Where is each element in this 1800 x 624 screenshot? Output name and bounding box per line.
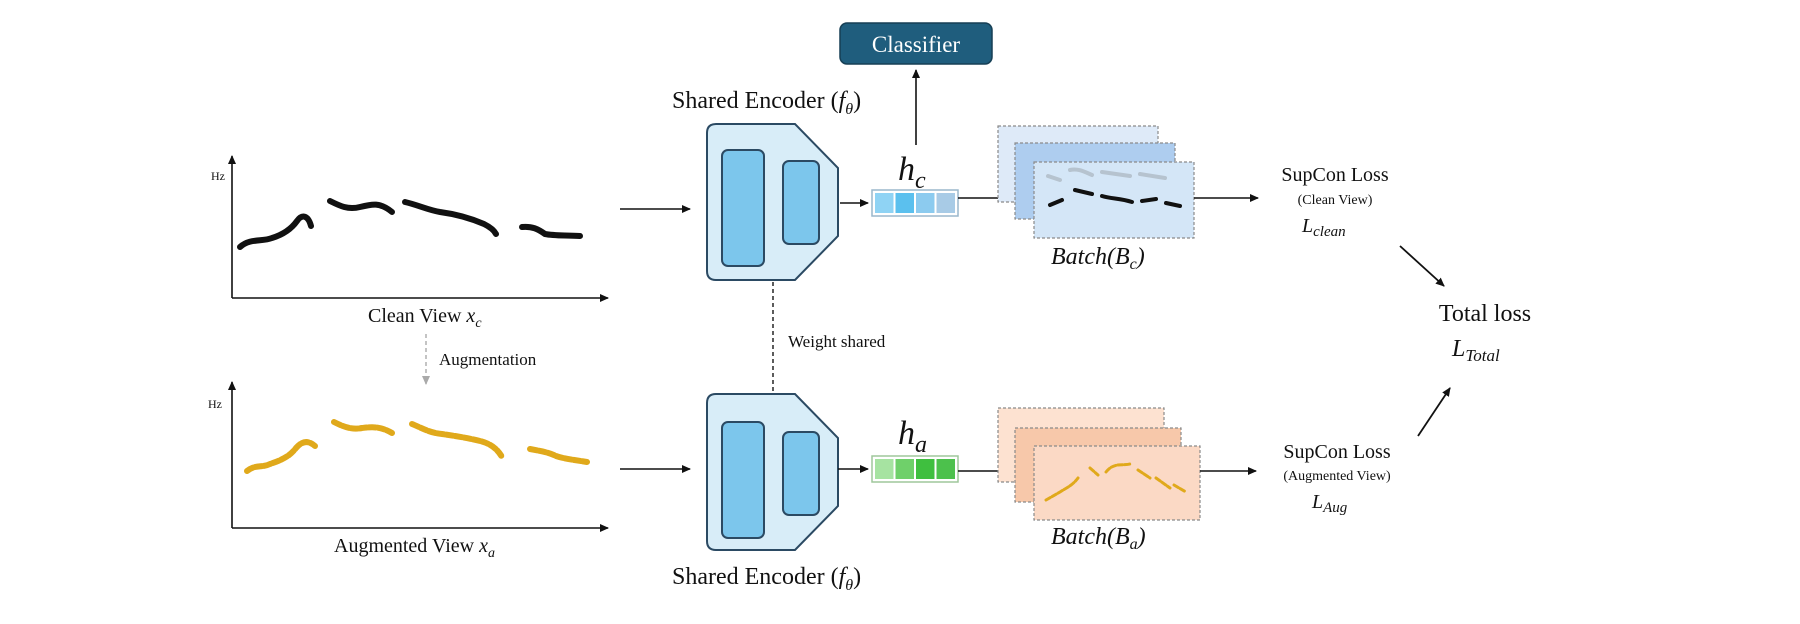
loss-clean-title: SupCon Loss xyxy=(1281,164,1388,186)
total-loss: Total loss LTotal xyxy=(1439,301,1531,365)
clean-trace xyxy=(237,198,583,250)
encoder-bottom-block-small xyxy=(782,431,820,516)
encoder-top-close: ) xyxy=(853,88,861,114)
ha-var: h xyxy=(898,415,915,452)
batch-clean-sub: c xyxy=(1130,256,1137,273)
hc-label: hc xyxy=(898,151,926,194)
batch-aug-sub: a xyxy=(1130,536,1138,553)
aug-y-axis-label: Hz xyxy=(208,397,222,411)
augmented-view-caption: Augmented View xa xyxy=(334,535,495,561)
aug-trace-segment xyxy=(409,421,505,460)
augmented-view-caption-text: Augmented View xyxy=(334,535,475,557)
loss-clean-subtitle: (Clean View) xyxy=(1298,193,1373,208)
encoder-top: Shared Encoder (fθ) xyxy=(672,88,861,281)
ha-sub: a xyxy=(915,432,927,458)
hc-var: h xyxy=(898,151,915,188)
loss-clean-symbol: Lclean xyxy=(1301,215,1346,240)
aug-trace-segment xyxy=(331,419,395,436)
total-loss-symbol: LTotal xyxy=(1451,336,1500,365)
classifier: Classifier xyxy=(839,22,993,65)
encoder-bottom-fn: f xyxy=(839,564,849,590)
clean-view-caption-text: Clean View xyxy=(368,305,462,327)
encoder-bottom-label-text: Shared Encoder ( xyxy=(672,564,839,590)
total-loss-var: L xyxy=(1451,336,1465,362)
hc-vector-cells xyxy=(875,193,955,213)
loss-aug-subtitle: (Augmented View) xyxy=(1283,469,1391,484)
loss-clean-to-total-arrow xyxy=(1399,245,1445,287)
classifier-label: Classifier xyxy=(872,32,960,57)
batch-aug-card-front xyxy=(1033,445,1201,521)
encoder-top-fn-sub: θ xyxy=(845,101,853,118)
encoder-top-label-text: Shared Encoder ( xyxy=(672,88,839,114)
hc-sub: c xyxy=(915,168,926,194)
batch-clean-label: Batch(Bc) xyxy=(1051,244,1145,273)
batch-clean-trace xyxy=(1048,188,1182,208)
hc-vector-cell xyxy=(936,193,955,213)
ha-vector-cell xyxy=(936,459,955,479)
encoder-bottom: Shared Encoder (fθ) xyxy=(672,393,861,594)
hc-vector-cell xyxy=(895,193,914,213)
aug-trace-segment xyxy=(244,439,318,474)
loss-aug-to-total-arrow xyxy=(1417,387,1451,437)
augmented-view-caption-sub: a xyxy=(488,546,495,561)
clean-trace-segment xyxy=(327,198,395,215)
clean-view-plot: Hz Clean View xc xyxy=(211,155,609,331)
encoder-top-block-small xyxy=(782,160,820,245)
loss-aug-title: SupCon Loss xyxy=(1283,441,1390,463)
clean-trace-segment xyxy=(402,199,499,237)
weight-shared-label: Weight shared xyxy=(788,332,886,351)
loss-clean-var: L xyxy=(1301,215,1313,237)
batch-aug-close: ) xyxy=(1136,524,1146,550)
clean-trace-segment xyxy=(519,223,583,239)
augmented-view-plot: Hz Augmented View xa xyxy=(208,381,609,561)
ha-vector-cell xyxy=(875,459,894,479)
aug-trace-segment xyxy=(527,446,590,465)
loss-aug: SupCon Loss (Augmented View) LAug xyxy=(1283,441,1391,516)
augmented-view-caption-var: x xyxy=(478,535,488,557)
embedding-clean: hc xyxy=(840,151,959,217)
hc-vector-cell xyxy=(916,193,935,213)
loss-aug-var: L xyxy=(1311,491,1323,513)
embedding-aug: ha xyxy=(838,415,959,483)
encoder-top-fn: f xyxy=(839,88,849,114)
batch-clean-close: ) xyxy=(1135,244,1145,270)
loss-aug-sub: Aug xyxy=(1322,500,1348,516)
batch-clean-label-text: Batch( xyxy=(1051,244,1117,270)
augmentation-label: Augmentation xyxy=(439,350,537,369)
encoder-bottom-block-large xyxy=(721,421,765,539)
total-loss-sub: Total xyxy=(1465,346,1500,365)
loss-aug-symbol: LAug xyxy=(1311,491,1348,516)
batch-aug-trace xyxy=(1044,462,1188,502)
ha-vector-cells xyxy=(875,459,955,479)
total-loss-title: Total loss xyxy=(1439,301,1531,327)
augmentation-step: Augmentation xyxy=(422,334,537,385)
aug-trace xyxy=(244,419,590,474)
batch-clean-var: B xyxy=(1115,244,1130,270)
batch-clean: Batch(Bc) xyxy=(958,125,1259,273)
ha-label: ha xyxy=(898,415,927,458)
batch-aug-label-text: Batch( xyxy=(1051,524,1117,550)
encoder-top-label: Shared Encoder (fθ) xyxy=(672,88,861,118)
encoder-bottom-close: ) xyxy=(853,564,861,590)
ha-vector-cell xyxy=(916,459,935,479)
loss-clean-sub: clean xyxy=(1313,224,1345,240)
clean-view-caption-sub: c xyxy=(475,316,482,331)
clean-trace-segment xyxy=(237,213,314,250)
encoder-top-block-large xyxy=(721,149,765,267)
clean-y-axis-label: Hz xyxy=(211,169,225,183)
batch-clean-trace-faint xyxy=(1046,167,1167,182)
classifier-box xyxy=(839,22,993,65)
ha-vector-cell xyxy=(895,459,914,479)
encoder-bottom-fn-sub: θ xyxy=(845,577,853,594)
encoder-bottom-label: Shared Encoder (fθ) xyxy=(672,564,861,594)
batch-aug: Batch(Ba) xyxy=(958,407,1257,553)
clean-view-caption-var: x xyxy=(465,305,475,327)
loss-clean: SupCon Loss (Clean View) Lclean xyxy=(1281,164,1388,240)
batch-aug-var: B xyxy=(1115,524,1130,550)
clean-view-caption: Clean View xc xyxy=(368,305,482,331)
hc-vector-cell xyxy=(875,193,894,213)
batch-aug-label: Batch(Ba) xyxy=(1051,524,1146,553)
